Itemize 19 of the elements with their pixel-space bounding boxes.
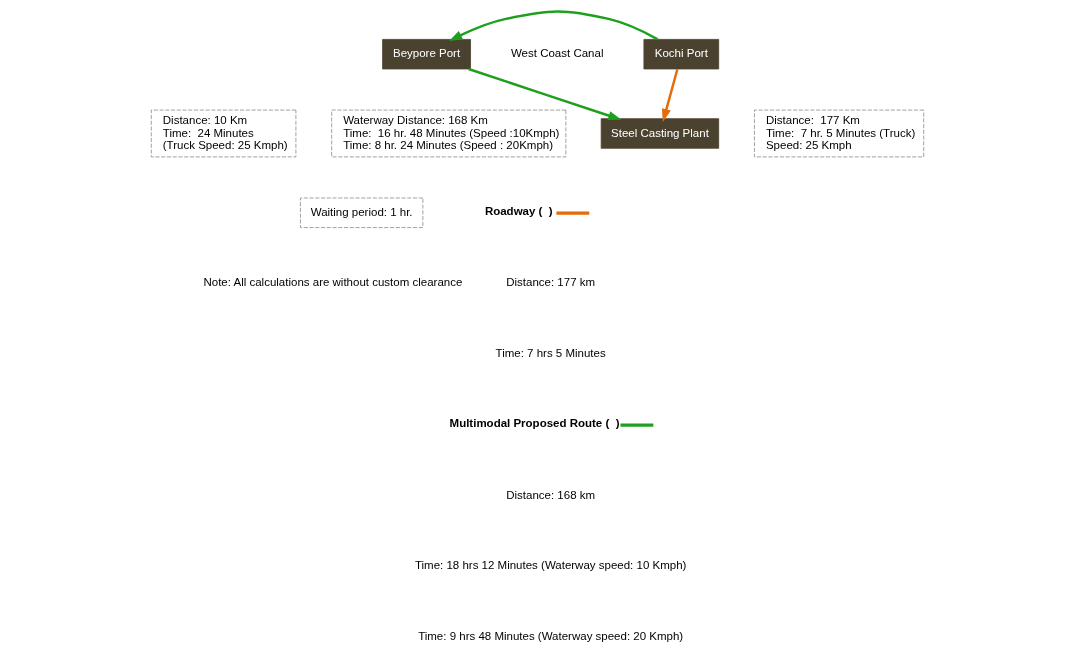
- node-box: Distance: 177 Km Time: 7 hr. 5 Minutes (Truck) Speed: 25 Kmph: [754, 109, 925, 158]
- label: Time: 7 hrs 5 Minutes: [495, 347, 606, 360]
- node-box: Waiting period: 1 hr.: [300, 197, 424, 228]
- label: Time: 9 hrs 48 Minutes (Waterway speed: 20 Kmph): [418, 629, 684, 642]
- arrow: [449, 10, 659, 42]
- label: Time: 18 hrs 12 Minutes (Waterway speed: 10 Kmph): [414, 559, 687, 572]
- node-box: Kochi Port: [643, 39, 720, 70]
- label: Distance: 177 km: [506, 276, 596, 289]
- label: West Coast Canal: [510, 47, 604, 60]
- arrow: [661, 68, 679, 123]
- legend-label: Multimodal Proposed Route ( ): [449, 417, 620, 430]
- node-box: Distance: 10 Km Time: 24 Minutes (Truck Speed: 25 Kmph): [150, 109, 297, 158]
- node-box: Waterway Distance: 168 Km Time: 16 hr. 48 Minutes (Speed :10Kmph) Time: 8 hr. 24 Minutes (Speed : 20Kmph): [331, 109, 567, 158]
- legend-label: Roadway ( ): [484, 205, 553, 218]
- node-box: Beypore Port: [382, 39, 471, 70]
- label: Note: All calculations are without custom clearance: [203, 276, 463, 289]
- label: Distance: 168 km: [506, 488, 596, 501]
- arrow: [468, 67, 622, 121]
- node-box: Steel Casting Plant: [600, 118, 720, 149]
